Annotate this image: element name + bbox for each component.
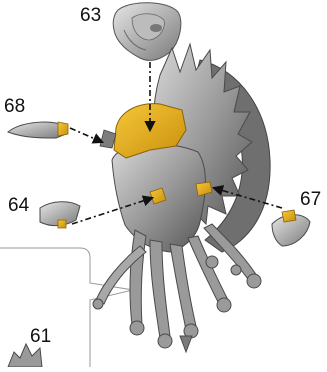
part-67-claw <box>272 210 310 246</box>
callout-frame <box>0 248 133 367</box>
part-61 <box>8 344 42 367</box>
part-68-claw <box>8 122 68 138</box>
callout-61: 61 <box>30 327 51 346</box>
callout-67: 67 <box>300 190 321 209</box>
callout-64: 64 <box>8 196 29 215</box>
callout-63: 63 <box>80 6 101 25</box>
callout-68: 68 <box>4 97 25 116</box>
